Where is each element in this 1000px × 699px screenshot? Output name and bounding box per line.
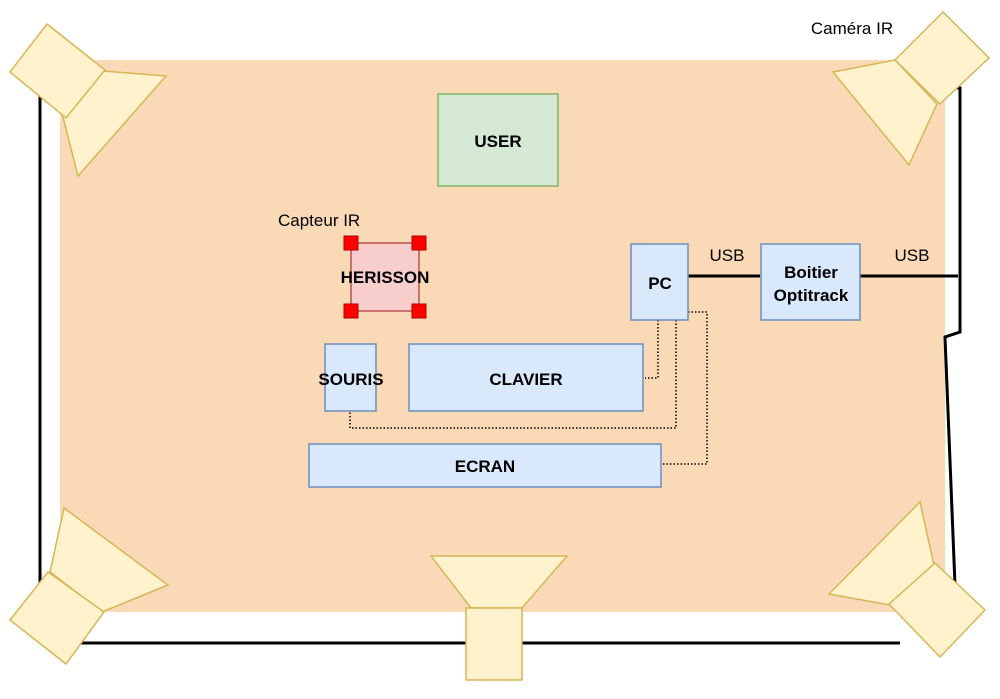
user-box xyxy=(437,93,559,187)
room-wall-right xyxy=(943,86,962,586)
capteur-ir-label: Capteur IR xyxy=(278,211,360,230)
herisson-label: HERISSON xyxy=(341,268,430,287)
cable-ecran xyxy=(662,311,708,465)
cable-clavier xyxy=(645,320,659,379)
clavier-box xyxy=(408,343,644,412)
camera-top-left xyxy=(8,22,168,178)
usb-label-pc: USB xyxy=(710,246,745,265)
clavier-label: CLAVIER xyxy=(489,370,562,389)
cable-souris xyxy=(349,320,677,429)
camera-bottom-left xyxy=(8,506,170,666)
souris-box xyxy=(324,343,377,412)
souris-label: SOURIS xyxy=(318,370,383,389)
boitier-label-line1: Boitier xyxy=(784,263,838,282)
boitier-optitrack-box xyxy=(760,243,861,321)
ir-marker xyxy=(411,235,427,251)
ir-marker xyxy=(343,303,359,319)
usb-label-camera: USB xyxy=(895,246,930,265)
user-label: USER xyxy=(474,132,521,151)
camera-bottom-right xyxy=(827,500,987,659)
camera-ir-label: Caméra IR xyxy=(811,19,893,38)
herisson-box xyxy=(350,242,420,312)
ecran-label: ECRAN xyxy=(455,457,515,476)
camera-bottom-center xyxy=(429,555,569,681)
ecran-box xyxy=(308,443,662,488)
pc-label: PC xyxy=(648,274,672,293)
camera-top-right xyxy=(831,10,991,167)
ir-marker xyxy=(411,303,427,319)
boitier-label-line2: Optitrack xyxy=(774,286,849,305)
ir-marker xyxy=(343,235,359,251)
pc-box xyxy=(630,243,689,321)
